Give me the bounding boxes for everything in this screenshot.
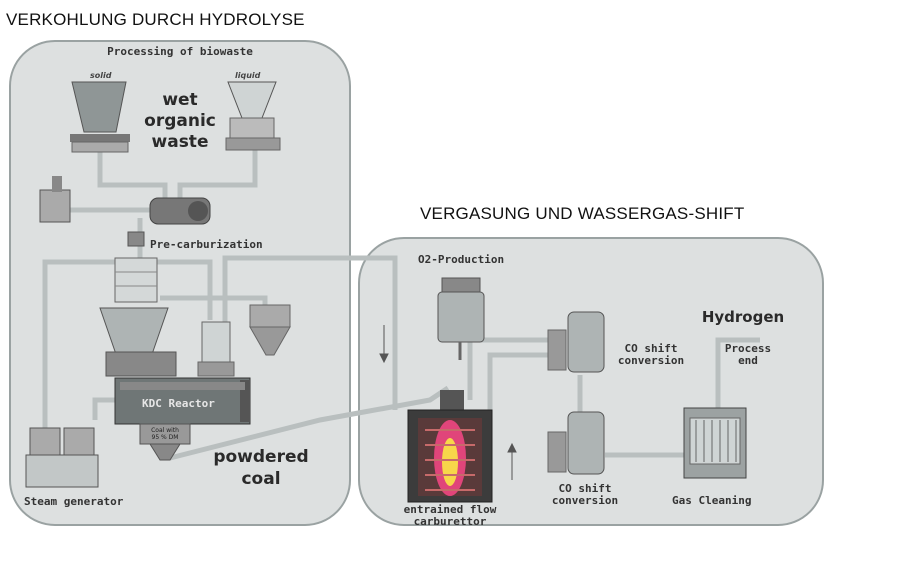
pre-carburization-unit: [114, 231, 158, 303]
entrained-flow-carburettor: [407, 390, 493, 503]
processing-biowaste-label: Processing of biowaste: [107, 45, 253, 58]
process-end-label: Process end: [724, 342, 772, 367]
steam-generator-label: Steam generator: [24, 495, 124, 508]
left-section-heading: VERKOHLUNG DURCH HYDROLYSE: [6, 10, 305, 29]
pre-carburization-label: Pre-carburization: [150, 238, 263, 251]
gas-cleaning-unit: [683, 407, 747, 479]
mixer-pump: [39, 176, 211, 225]
pipe-process-end: [715, 337, 760, 408]
right-section-heading: VERGASUNG UND WASSERGAS-SHIFT: [420, 204, 745, 223]
o2-production-label: O2-Production: [418, 253, 505, 266]
coal-note-label: Coal with 95 % DM: [151, 427, 179, 441]
o2-production-unit: [437, 277, 485, 360]
powdered-coal-label: powdered coal: [213, 447, 309, 489]
pipe-steam-to-reactor: [92, 397, 120, 420]
pipe-carb-to-co-shift: [487, 352, 560, 410]
pipe-o2-to-co-shift: [467, 337, 560, 400]
steam-generator-unit: [25, 427, 99, 488]
flow-arrows: [379, 325, 517, 480]
co-shift-label-1: CO shift conversion: [617, 342, 685, 367]
entrained-flow-carburettor-label: entrained flow carburettor: [403, 503, 497, 528]
liquid-label: liquid: [235, 71, 261, 80]
co-shift-reactor-2: [547, 411, 605, 475]
pipe-to-carburettor: [222, 255, 398, 410]
pipe-liquid-to-mixer: [177, 145, 258, 198]
feed-hopper: [99, 307, 177, 377]
pipe-precarb-to-filter: [155, 259, 213, 320]
pipe-coal-to-carburettor: [169, 385, 450, 461]
wet-organic-waste-label: wet organic waste: [144, 90, 216, 152]
gas-cleaning-label: Gas Cleaning: [672, 494, 752, 507]
hopper-liquid: [225, 81, 281, 151]
pipe-steam-to-precarb: [42, 259, 115, 430]
co-shift-reactor-1: [547, 311, 605, 373]
kdc-reactor: [114, 377, 251, 461]
hopper-solid: [70, 81, 130, 153]
filter-column: [197, 321, 235, 377]
co-shift-label-2: CO shift conversion: [551, 482, 619, 507]
cyclone: [249, 304, 291, 356]
hydrogen-label: Hydrogen: [701, 308, 785, 326]
solid-label: solid: [90, 71, 112, 80]
kdc-reactor-label: KDC Reactor: [142, 397, 215, 410]
pipe-solid-to-mixer: [97, 145, 168, 198]
